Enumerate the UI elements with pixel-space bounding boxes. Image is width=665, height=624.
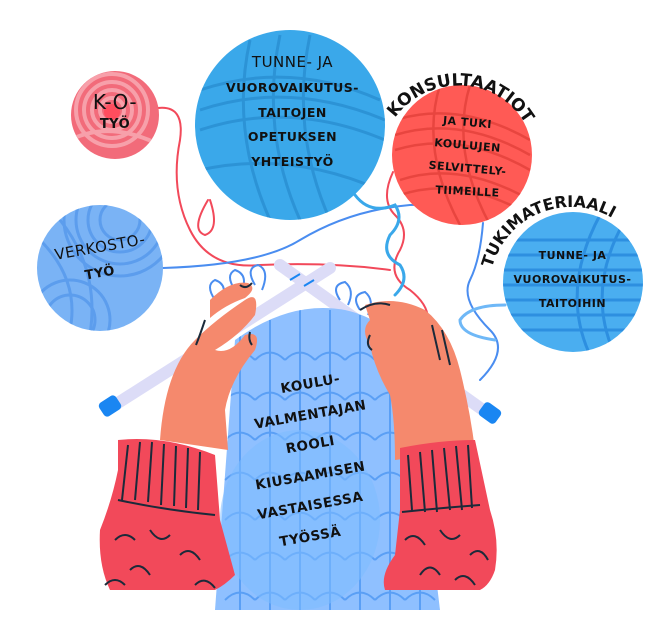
- koti-line-2: TYÖ: [99, 117, 131, 132]
- tuki-line-3: TAITOIHIN: [538, 297, 607, 310]
- tunne-label: TUNNE- JA VUOROVAIKUTUS- TAITOJEN OPETUK…: [210, 55, 375, 168]
- tunne-line-2: VUOROVAIKUTUS-: [225, 80, 359, 95]
- center-label: KOULU- VALMENTAJAN ROOLI KIUSAAMISEN VAS…: [228, 371, 393, 550]
- konsultaatiot-label: JA TUKI KOULUJEN SELVITTELY- TIIMEILLE: [405, 114, 530, 200]
- konsultaatiot-line-3: SELVITTELY-: [428, 158, 507, 179]
- tunne-line-1: TUNNE- JA: [251, 53, 334, 71]
- konsultaatiot-line-2: KOULUJEN: [433, 136, 502, 155]
- left-sleeve: [99, 439, 235, 590]
- verkosto-label: VERKOSTO- TYÖ: [35, 230, 165, 283]
- tuki-line-2: VUOROVAIKUTUS-: [513, 273, 632, 286]
- yarn-ball-koti: [71, 71, 159, 159]
- yarn-ball-konsultaatiot: [392, 85, 532, 225]
- koti-label: K-O- TYÖ: [80, 92, 150, 131]
- tunne-line-4: OPETUKSEN: [247, 129, 338, 144]
- tuki-line-1: TUNNE- JA: [538, 249, 607, 262]
- tukimateriaali-label: TUNNE- JA VUOROVAIKUTUS- TAITOIHIN: [495, 250, 650, 309]
- tunne-line-3: TAITOJEN: [258, 104, 327, 120]
- yarn-ball-tukimateriaali: [503, 212, 643, 352]
- yarn-ball-tunne: [195, 30, 385, 220]
- koti-line-1: K-O-: [92, 90, 138, 114]
- right-hand: [359, 301, 475, 460]
- right-sleeve: [383, 440, 497, 590]
- left-hand: [160, 282, 258, 450]
- tunne-line-5: YHTEISTYÖ: [251, 153, 334, 169]
